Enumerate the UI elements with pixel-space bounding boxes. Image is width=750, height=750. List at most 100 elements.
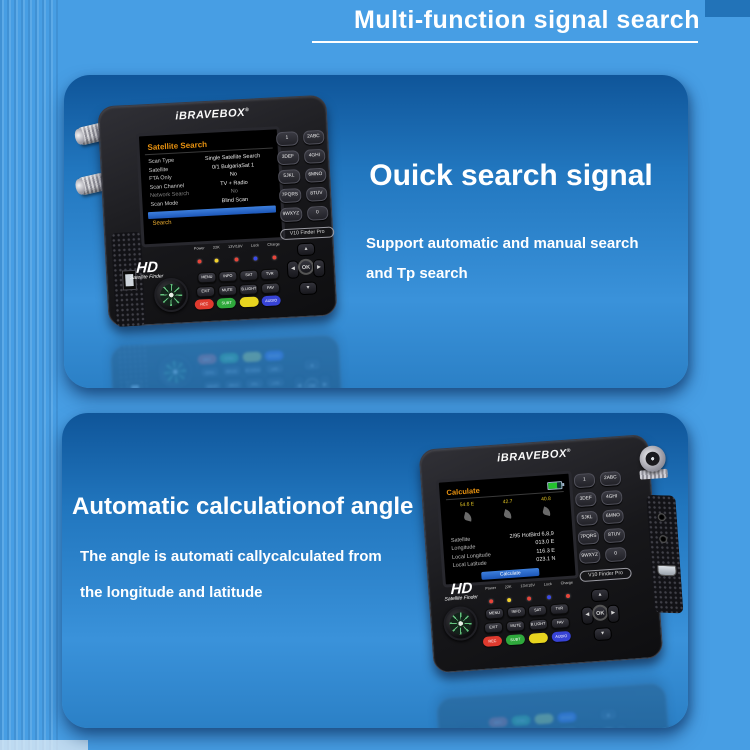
dish-icon [541,506,552,517]
device-button: MUTE [221,364,242,377]
device-color-button [239,296,259,308]
screen-title: Calculate [446,485,481,498]
section-body: The angle is automati callycalculated fr… [80,539,502,611]
compass [450,726,488,728]
compass [157,354,194,388]
device-button: TVR [549,602,570,616]
section-body: Support automatic and manual search and … [366,229,672,289]
device-color-button: REC [197,353,217,365]
device-color-button: SUBT [219,352,240,364]
device-color-button: AUDIO [551,630,572,643]
device-color-button [534,713,554,725]
angle-calc-text: Automatic calculationof angle The angle … [72,493,502,611]
page-title: Multi-function signal search [354,6,700,34]
model-badge: V10 Finder Pro [579,567,632,583]
keypad-key: 1 [275,131,299,147]
device-button: EXIT [195,285,216,298]
device-button: EXIT [483,621,504,634]
brand-logo: iBRAVEBOX® [174,106,250,123]
panel-quick-search: Ouick search signal Support automatic an… [64,75,688,388]
keypad-key: 6MNO [304,167,327,183]
device-color-button: REC [194,298,215,310]
arrow-right-icon: ▶ [312,258,326,278]
device-button: TVR [260,268,280,281]
arrow-left-icon: ◀ [292,375,306,388]
device-button: MUTE [217,284,238,297]
dish-icon [462,511,473,522]
device-body: iBRAVEBOX® Satellite Search Scan Type Si… [109,334,351,388]
device-button: B.LIGHT [528,618,548,631]
device-button: INFO [218,270,238,283]
device-color-button: AUDIO [557,711,577,723]
arrow-up-icon: ▲ [296,242,316,257]
arrow-down-icon: ▼ [298,281,318,296]
angle-column: 40.8 [541,496,552,521]
led-dot-icon [253,256,258,261]
panel-angle-calc: Automatic calculationof angle The angle … [62,413,688,728]
angle-column: 42.7 [503,499,514,524]
status-led: Lock [251,243,260,265]
keypad-key: 9WXYZ [578,548,601,565]
dpad: ▲ ◀ OK ▶ ▼ [292,357,333,388]
side-panel [662,723,688,728]
ok-button: OK [303,377,321,388]
keypad-key: 3DEF [276,150,300,166]
dpad: ▲ ◀ OK ▶ ▼ [580,587,622,642]
device-color-button: AUDIO [264,350,284,362]
device-button: MENU [484,607,505,620]
keypad-key: 2ABC [302,129,325,145]
device-color-button: AUDIO [261,295,281,307]
body-line: Support automatic and manual search [366,235,639,252]
device-button: MUTE [505,620,526,633]
led-dot-icon [565,593,570,599]
keypad-key: 2ABC [599,470,622,487]
arrow-up-icon: ▲ [590,588,610,603]
device-button: INFO [506,605,527,619]
dpad: ▲ ◀ OK ▶ ▼ [588,706,630,728]
page-header: Multi-function signal search [312,6,700,43]
battery-icon [546,480,563,490]
keypad-key: 5JKL [576,510,599,527]
title-underline [312,41,698,43]
device-color-button: REC [482,635,503,647]
keypad-key: 0 [306,205,329,221]
device-color-button: SUBT [511,714,531,727]
arrow-down-icon: ▼ [302,357,322,372]
arrow-left-icon: ◀ [589,724,603,728]
keypad-key: 4GHI [600,489,623,506]
corner-accent [705,0,750,17]
arrow-down-icon: ▼ [598,706,618,722]
hdmi-port-icon [657,564,677,577]
bottom-left-accent [0,740,88,750]
status-led: 13V/18V [228,244,244,267]
keypad-key: 1 [573,472,596,489]
device-body: iBRAVEBOX® Calculate 54.6 E 42.7 [435,682,681,728]
body-line: the longitude and latitude [80,584,263,601]
angle-values: 54.6 E 42.7 40.8 [445,495,566,527]
device-photo-bottom: iBRAVEBOX® Calculate 54.6 E 42.7 [416,422,688,728]
led-dot-icon [546,595,551,600]
keypad-key: 7PQRS [577,529,600,546]
menu-rows: Scan Type Single Satellite Search Satell… [145,151,276,209]
satellite-finder-device: iBRAVEBOX® Satellite Search Scan Type Si… [77,89,338,337]
keypad-key: 6MNO [602,508,625,525]
device-button: TVR [265,376,286,388]
body-line: and Tp search [366,265,468,282]
status-led: 22K [505,585,513,607]
device-button: B.LIGHT [243,363,263,376]
ok-button: OK [591,604,609,622]
status-led: 13V/18V [520,583,536,606]
dpad: ▲ ◀ OK ▶ ▼ [286,242,327,296]
device-button: SAT [244,377,265,388]
device-button: EXIT [200,365,220,378]
section-heading: Automatic calculationof angle [72,493,414,520]
device-button: FAV [264,362,285,375]
status-led: 22K [213,245,221,267]
device-color-button [528,632,549,644]
device-color-button [242,351,262,363]
device-button: B.LIGHT [535,726,556,728]
